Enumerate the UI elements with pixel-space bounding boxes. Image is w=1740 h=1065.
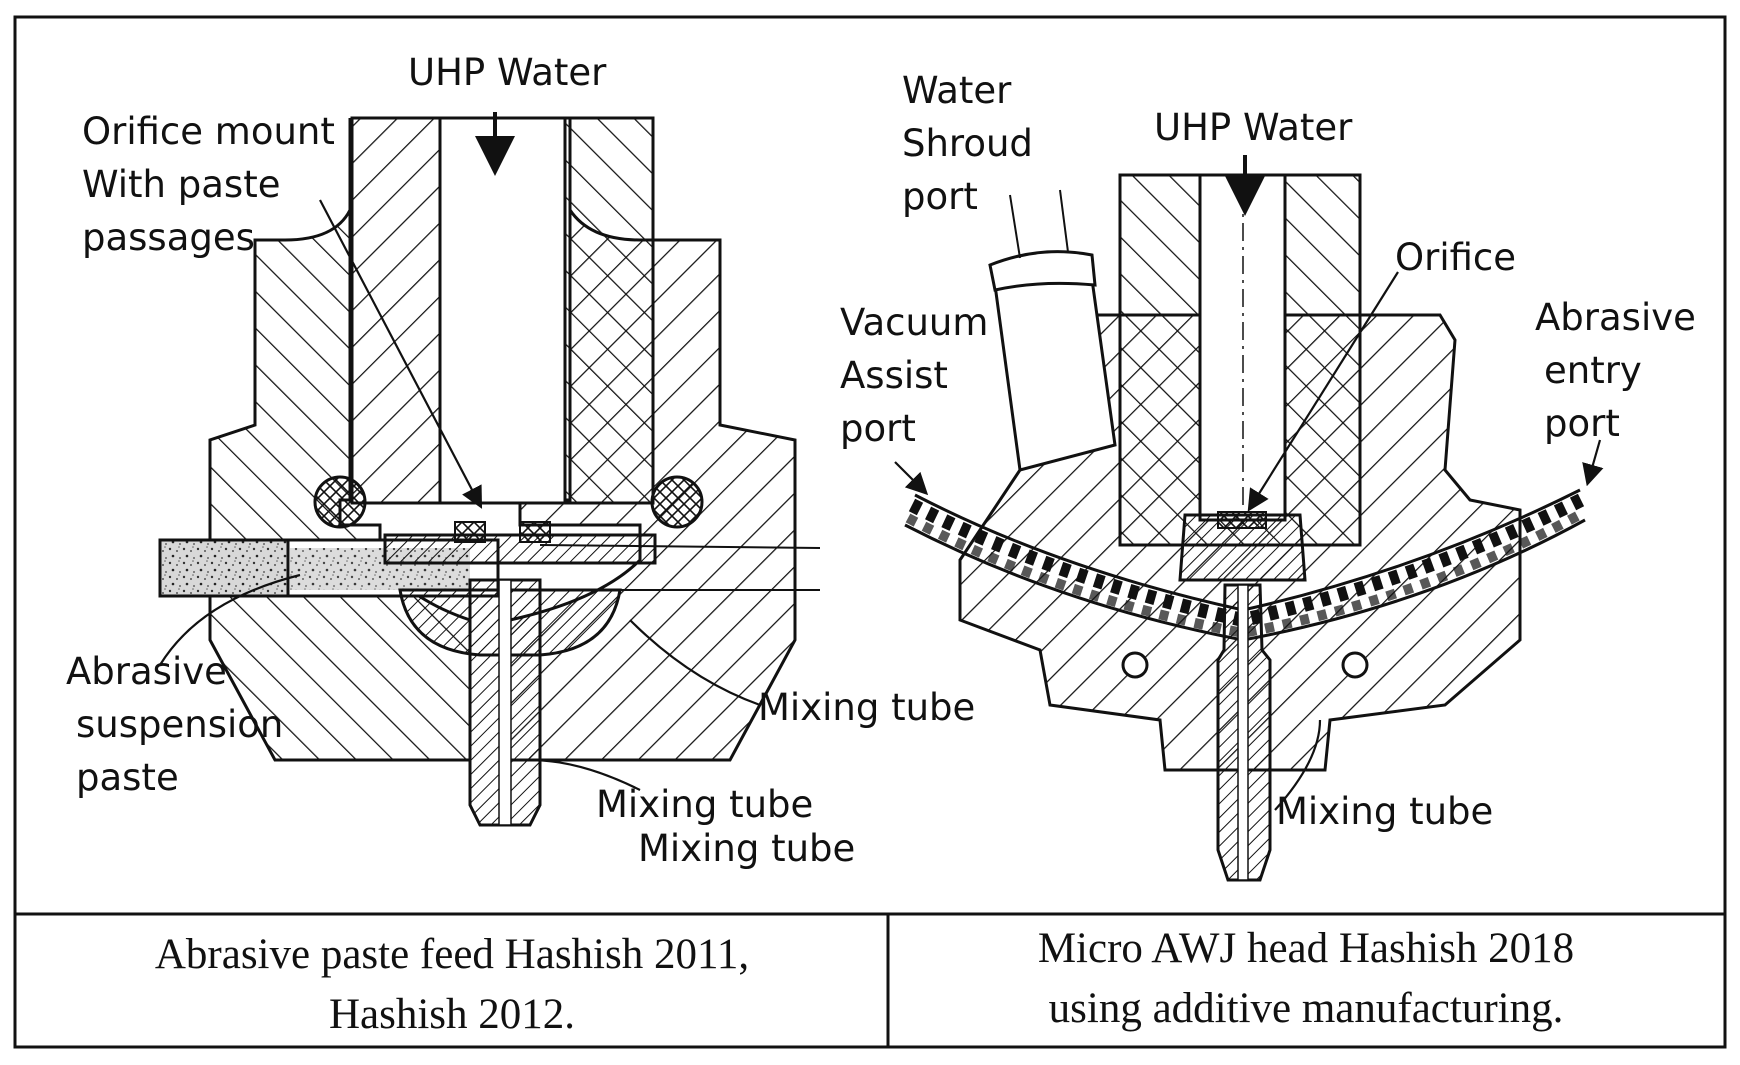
left-abrasive-label-2: suspension xyxy=(76,703,283,746)
left-mixing-tube-label-1: Mixing tube xyxy=(758,686,975,729)
right-shroud-port xyxy=(993,263,1117,472)
right-bolt-hole-left xyxy=(1121,651,1149,679)
right-orifice-label: Orifice xyxy=(1395,236,1516,279)
outer-frame xyxy=(13,15,1727,1049)
left-sleeve-right xyxy=(563,116,655,505)
left-o-ring-right xyxy=(650,475,704,529)
left-orifice-mount-label-1: Orifice mount xyxy=(82,110,335,153)
captions: Abrasive paste feed Hashish 2011, Hashis… xyxy=(155,925,1574,1038)
left-orifice-mount-leader xyxy=(319,199,483,509)
left-orifice-jewel-right xyxy=(519,521,551,543)
right-mixing-tube-leader xyxy=(1274,719,1322,811)
right-caption-line-1: Micro AWJ head Hashish 2018 xyxy=(1038,925,1574,972)
right-vacuum-label-1: Vacuum xyxy=(840,301,988,344)
right-orifice-jewel xyxy=(1217,511,1267,529)
left-nozzle-drawing xyxy=(158,116,821,827)
right-shroud-stem-2 xyxy=(1059,189,1069,253)
left-sleeve-left xyxy=(350,116,442,505)
left-orifice-mount-label-3: passages xyxy=(82,216,255,259)
left-water-bore xyxy=(438,116,567,505)
left-caption-line-2: Hashish 2012. xyxy=(329,991,575,1038)
right-leaders xyxy=(894,155,1604,811)
right-uhp-water-label: UHP Water xyxy=(1154,106,1353,149)
left-passage-line-1 xyxy=(539,544,821,549)
right-water-shroud-label-2: Shroud xyxy=(902,122,1033,165)
right-hose-band-bottom xyxy=(905,508,1586,639)
left-o-ring-left xyxy=(313,475,367,529)
left-caption-line-1: Abrasive paste feed Hashish 2011, xyxy=(155,931,749,978)
left-paste-leader xyxy=(159,573,301,666)
right-caption-line-2: using additive manufacturing. xyxy=(1049,985,1564,1032)
left-leaders xyxy=(159,112,761,791)
left-orifice-jewel-left xyxy=(454,521,486,543)
left-paste-inlet xyxy=(158,538,290,598)
left-orifice-mount-label-2: With paste xyxy=(82,163,280,206)
right-vacuum-label-3: port xyxy=(840,407,916,450)
left-mixing-tube-leader-1 xyxy=(629,619,761,707)
right-mixing-tube-bore xyxy=(1237,584,1249,881)
left-abrasive-label-3: paste xyxy=(76,756,179,799)
right-water-shroud-label-3: port xyxy=(902,175,978,218)
left-uhp-water-label: UHP Water xyxy=(408,51,607,94)
right-abrasive-arrow xyxy=(1582,439,1604,487)
right-shroud-stem-1 xyxy=(1009,194,1021,259)
left-mixing-tube-label-2: Mixing tube xyxy=(596,783,813,826)
right-shroud-port-cap xyxy=(988,250,1097,292)
left-labels: UHP Water Orifice mount With paste passa… xyxy=(66,51,975,870)
right-nozzle-drawing xyxy=(904,173,1586,882)
right-labels: Water Shroud port UHP Water Orifice Vacu… xyxy=(840,69,1696,833)
left-abrasive-label-1: Abrasive xyxy=(66,650,227,693)
right-mixing-tube-label: Mixing tube xyxy=(1276,790,1493,833)
left-mixing-tube-bore xyxy=(498,579,512,826)
right-abrasive-entry-label-1: Abrasive xyxy=(1535,296,1696,339)
right-orifice-leader xyxy=(1247,271,1399,512)
left-mixing-tube-label-3: Mixing tube xyxy=(638,827,855,870)
right-bolt-hole-right xyxy=(1341,651,1369,679)
right-vacuum-label-2: Assist xyxy=(840,354,948,397)
right-water-shroud-label-1: Water xyxy=(902,69,1012,112)
left-mixing-tube-leader-2 xyxy=(529,758,641,791)
right-abrasive-entry-label-2: entry xyxy=(1544,349,1642,392)
right-vacuum-arrow xyxy=(894,461,929,496)
right-hose-band-top xyxy=(908,493,1585,628)
right-abrasive-entry-label-3: port xyxy=(1544,402,1620,445)
